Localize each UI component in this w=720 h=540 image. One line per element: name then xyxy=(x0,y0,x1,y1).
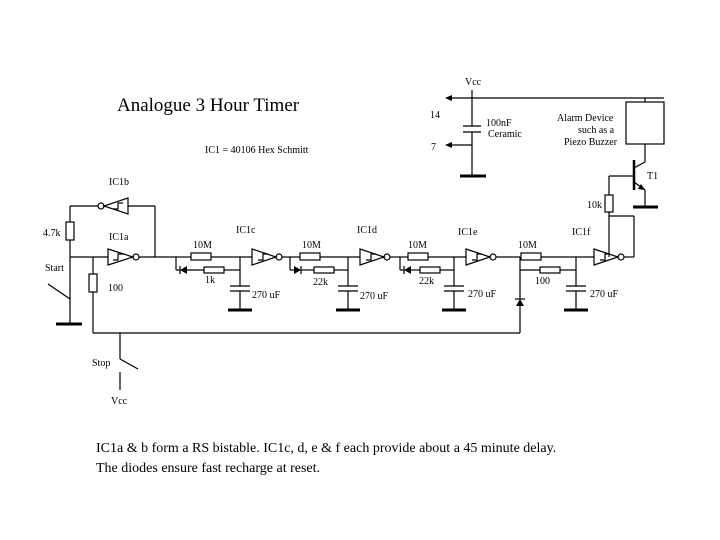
stage1-network xyxy=(175,252,252,312)
ic1f-gate-icon xyxy=(593,215,635,266)
ic1d-gate-icon xyxy=(359,248,400,266)
ic1e-gate-icon xyxy=(465,248,520,266)
pin7-label: 7 xyxy=(431,142,436,153)
start-switch-icon xyxy=(47,257,82,326)
resistor-base-icon xyxy=(604,176,614,257)
ic1a-label: IC1a xyxy=(109,232,129,243)
pin14-arrow-icon xyxy=(445,95,452,101)
resistor-22k-2-label: 22k xyxy=(419,276,434,287)
resistor-start-icon xyxy=(88,257,98,333)
npn-transistor-icon xyxy=(609,160,658,209)
resistor-pullup-label: 4.7k xyxy=(43,228,61,239)
ic1f-label: IC1f xyxy=(572,227,591,238)
reset-bus xyxy=(93,270,525,390)
resistor-22k-1-label: 22k xyxy=(313,277,328,288)
resistor-10m-3-label: 10M xyxy=(408,240,427,251)
caption-line2: The diodes ensure fast recharge at reset… xyxy=(96,461,320,476)
decoupling-cap-value: 100nF xyxy=(486,118,512,129)
ic1a-gate-icon xyxy=(70,248,176,266)
stage3-network xyxy=(399,252,466,312)
supply-wiring xyxy=(450,90,664,178)
alarm-line3: Piezo Buzzer xyxy=(564,137,618,148)
ic-note: IC1 = 40106 Hex Schmitt xyxy=(205,145,309,156)
stage4-network xyxy=(519,252,594,312)
cap-2-label: 270 uF xyxy=(360,291,389,302)
ic1b-label: IC1b xyxy=(109,177,129,188)
vcc-bottom-label: Vcc xyxy=(111,396,128,407)
ic1d-label: IC1d xyxy=(357,225,377,236)
transistor-label: T1 xyxy=(647,171,658,182)
decoupling-capacitor-icon xyxy=(463,125,481,133)
alarm-device-icon xyxy=(625,98,665,162)
ic1b-gate-icon xyxy=(70,197,156,257)
ic1e-label: IC1e xyxy=(458,227,478,238)
resistor-10m-4-label: 10M xyxy=(518,240,537,251)
decoupling-cap-type: Ceramic xyxy=(488,129,522,140)
resistor-base-label: 10k xyxy=(587,200,602,211)
pin7-arrow-icon xyxy=(445,142,452,148)
vcc-top-label: Vcc xyxy=(465,77,482,88)
resistor-pullup-icon xyxy=(65,206,75,257)
alarm-line1: Alarm Device xyxy=(557,113,614,124)
pin14-label: 14 xyxy=(430,110,440,121)
stop-label: Stop xyxy=(92,358,110,369)
alarm-line2: such as a xyxy=(578,125,615,136)
start-label: Start xyxy=(45,263,64,274)
resistor-10m-1-label: 10M xyxy=(193,240,212,251)
cap-4-label: 270 uF xyxy=(590,289,619,300)
resistor-1k-label: 1k xyxy=(205,275,215,286)
cap-1-label: 270 uF xyxy=(252,290,281,301)
resistor-start-label: 100 xyxy=(108,283,123,294)
diagram-title: Analogue 3 Hour Timer xyxy=(117,95,300,116)
resistor-10m-2-label: 10M xyxy=(302,240,321,251)
resistor-100-label: 100 xyxy=(535,276,550,287)
ic1c-gate-icon xyxy=(251,248,290,266)
ic1c-label: IC1c xyxy=(236,225,256,236)
cap-3-label: 270 uF xyxy=(468,289,497,300)
stage2-network xyxy=(289,252,360,312)
caption-line1: IC1a & b form a RS bistable. IC1c, d, e … xyxy=(96,441,556,456)
